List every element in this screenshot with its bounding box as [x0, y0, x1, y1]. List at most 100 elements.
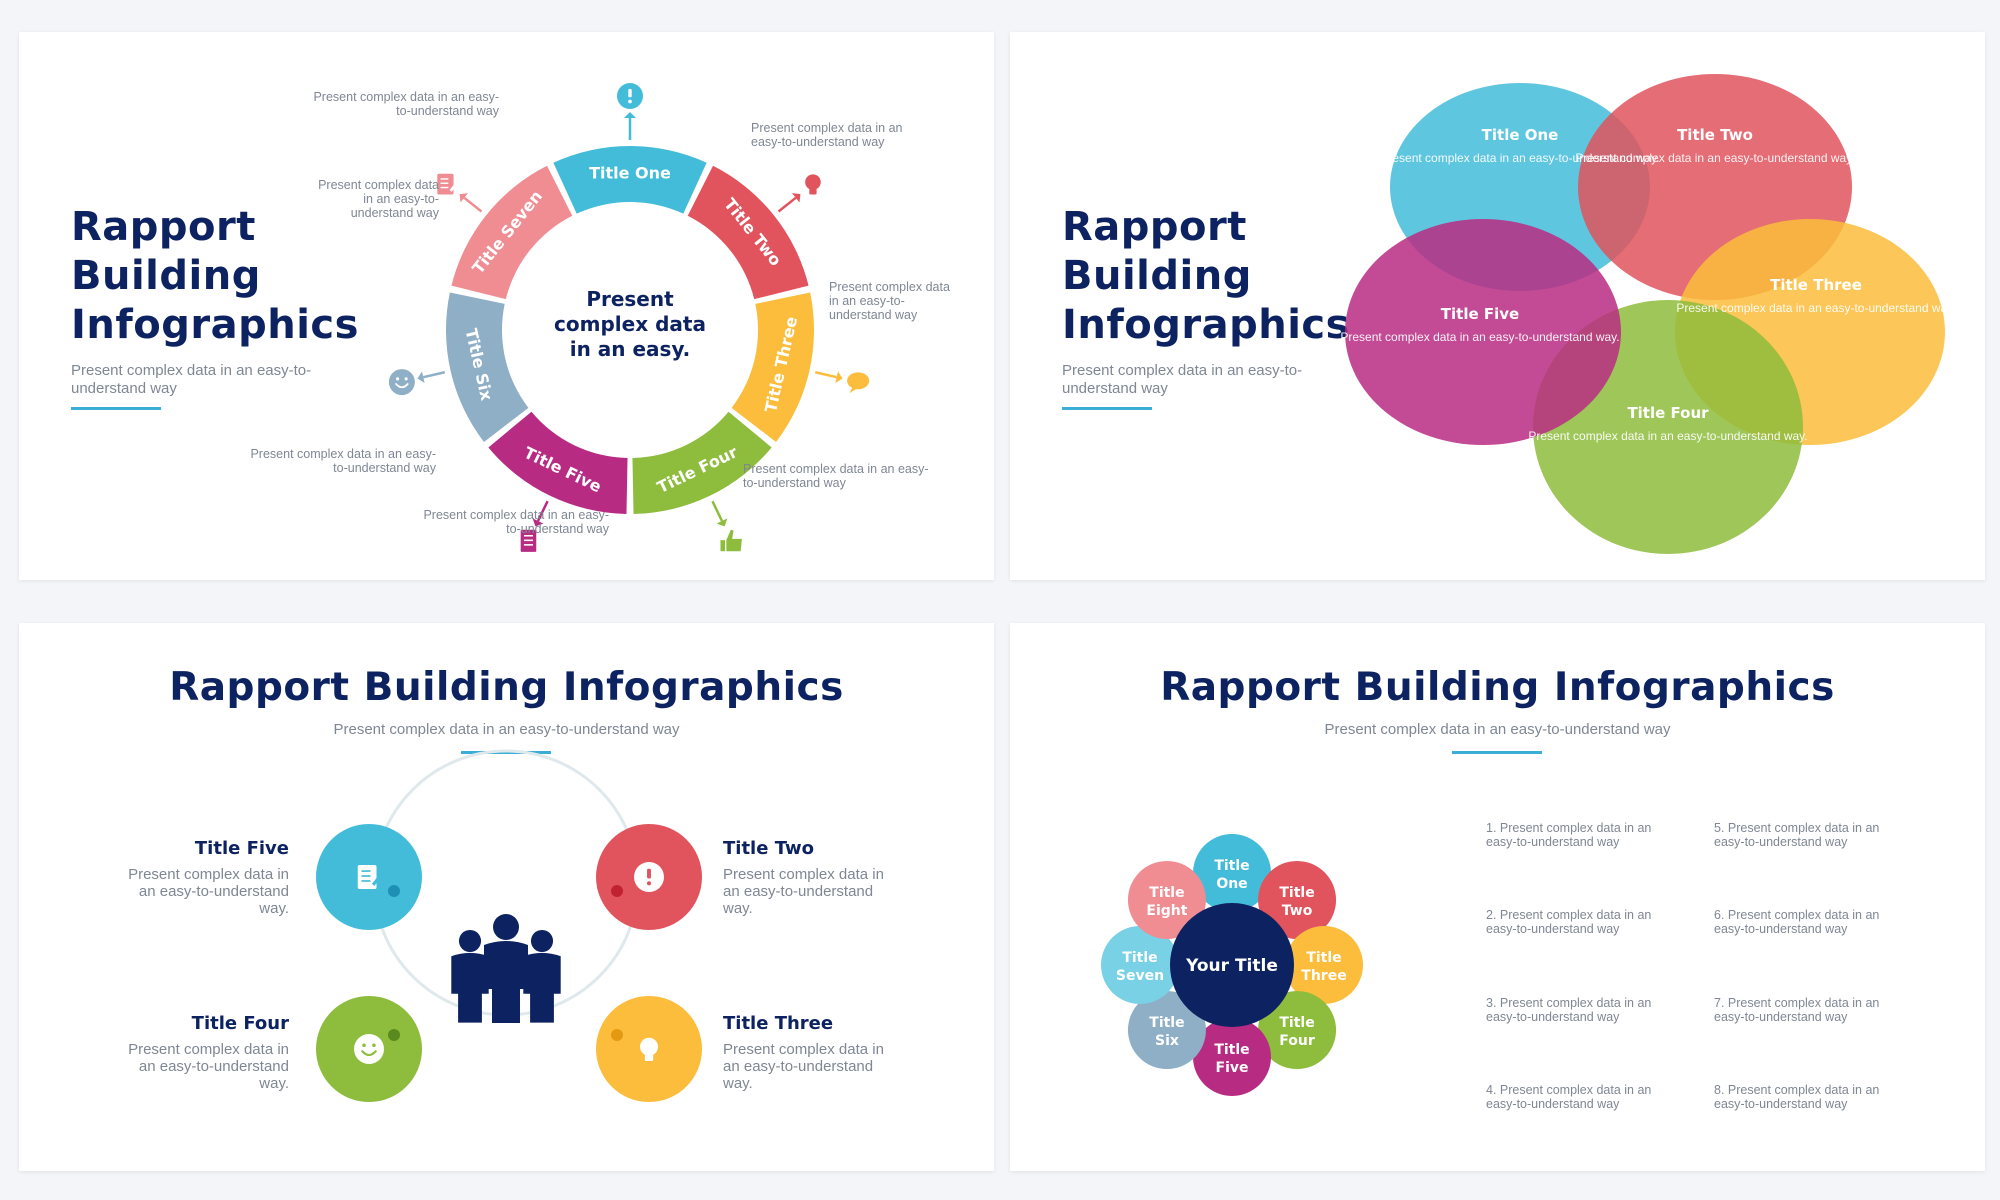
- edit-icon: [357, 865, 383, 889]
- team-people-icon: [451, 914, 561, 1023]
- node-label: Six: [1155, 1033, 1179, 1049]
- venn-title: Title One: [1482, 126, 1559, 144]
- node-label: Four: [1279, 1033, 1315, 1049]
- arrow-head: [532, 518, 544, 527]
- venn-title: Title Three: [1770, 276, 1862, 294]
- title-line: Rapport: [1062, 204, 1247, 250]
- title-line: Infographics: [71, 302, 359, 348]
- item-title: Title Four: [191, 1013, 289, 1034]
- segment-arrow: [463, 196, 483, 213]
- numbered-note: 6. Present complex data in an easy-to-un…: [1714, 908, 1880, 936]
- item-desc: Present complex data in an easy-to-under…: [723, 866, 884, 917]
- item-desc: Present complex data in an easy-to-under…: [128, 866, 289, 917]
- node-label: One: [1216, 876, 1247, 892]
- center-text: complex data: [554, 312, 706, 336]
- slide-title: Rapport Building Infographics: [169, 665, 844, 710]
- slide-title: Rapport Building Infographics: [1160, 665, 1835, 710]
- lightbulb-icon: [640, 1037, 658, 1061]
- slide-venn-diagram[interactable]: Rapport Building Infographics Present co…: [1010, 32, 1985, 580]
- node-label: Five: [1216, 1060, 1249, 1076]
- chat-bubble-icon: [847, 372, 870, 394]
- numbered-note: 8. Present complex data in an easy-to-un…: [1714, 1083, 1880, 1111]
- center-text: in an easy.: [570, 337, 691, 361]
- title-line: Building: [71, 253, 261, 299]
- venn-desc: Present complex data in an easy-to-under…: [1340, 330, 1619, 344]
- connector-dot: [611, 885, 623, 897]
- title-underline: [71, 407, 161, 410]
- segment-arrow: [423, 371, 446, 379]
- numbered-note: 7. Present complex data in an easy-to-un…: [1714, 996, 1880, 1024]
- segment-arrow: [711, 500, 724, 522]
- venn-title: Title Four: [1627, 404, 1709, 422]
- venn-desc: Present complex data in an easy-to-under…: [1380, 151, 1659, 165]
- cluster-node: [1101, 926, 1179, 1004]
- segment-description: Present complex data in an easy-to-under…: [313, 90, 499, 118]
- cluster-node: [1285, 926, 1363, 1004]
- arrow-head: [835, 371, 843, 384]
- edit-icon: [437, 173, 459, 195]
- node-label: Title: [1149, 1015, 1184, 1031]
- slide-subtitle: Present complex data in an easy-to-under…: [1324, 721, 1671, 738]
- slide-title: Rapport Building Infographics: [1062, 203, 1350, 350]
- wheel-segment: [488, 411, 628, 514]
- slide-cluster-diagram[interactable]: Rapport Building Infographics Present co…: [1010, 623, 1985, 1171]
- node-label: Title: [1279, 1015, 1314, 1031]
- venn-desc: Present complex data in an easy-to-under…: [1676, 301, 1955, 315]
- node-label: Seven: [1116, 968, 1164, 984]
- arrow-head: [792, 193, 801, 203]
- slide-subtitle: Present complex data in an easy-to-under…: [71, 362, 312, 397]
- exclamation-icon: [617, 83, 643, 109]
- arrow-head: [624, 112, 636, 118]
- node-label: Title: [1122, 950, 1157, 966]
- thumbs-up-icon: [720, 529, 742, 552]
- venn-title: Title Two: [1677, 126, 1753, 144]
- venn-desc: Present complex data in an easy-to-under…: [1575, 151, 1854, 165]
- numbered-note: 1. Present complex data in an easy-to-un…: [1486, 821, 1652, 849]
- node-label: Three: [1301, 968, 1346, 984]
- slide-wheel-diagram[interactable]: Rapport Building Infographics Present co…: [19, 32, 994, 580]
- arrow-head: [417, 371, 425, 384]
- numbered-note: 2. Present complex data in an easy-to-un…: [1486, 908, 1652, 936]
- segment-arrow: [814, 371, 837, 379]
- center-label: Your Title: [1185, 956, 1278, 976]
- document-icon: [520, 529, 537, 552]
- segment-description: Present complex data in an easy-to-under…: [318, 178, 439, 220]
- segment-description: Present complex data in an easy-to-under…: [743, 462, 929, 490]
- venn-desc: Present complex data in an easy-to-under…: [1528, 429, 1807, 443]
- center-text: Present: [586, 287, 674, 311]
- slide-subtitle: Present complex data in an easy-to-under…: [333, 721, 680, 738]
- numbered-note: 5. Present complex data in an easy-to-un…: [1714, 821, 1880, 849]
- node-label: Title: [1149, 885, 1184, 901]
- arrow-head: [716, 518, 728, 527]
- segment-description: Present complex data in an easy-to-under…: [751, 121, 903, 149]
- cluster-node: [1193, 834, 1271, 912]
- segment-arrow: [536, 500, 549, 522]
- cluster-node: [1127, 860, 1206, 939]
- team-diagram: [316, 749, 702, 1102]
- segment-description: Present complex data in an easy-to-under…: [250, 447, 436, 475]
- node-label: Title: [1214, 858, 1249, 874]
- node-label: Two: [1282, 903, 1313, 919]
- cluster-node: [1258, 860, 1337, 939]
- segment-arrow: [777, 196, 797, 213]
- numbered-note: 4. Present complex data in an easy-to-un…: [1486, 1083, 1652, 1111]
- connector-dot: [388, 1029, 400, 1041]
- venn-ellipse: [1345, 219, 1621, 445]
- cluster-diagram: TitleOneTitleTwoTitleThreeTitleFourTitle…: [1101, 834, 1363, 1096]
- title-underline: [1452, 751, 1542, 754]
- slide-team-diagram[interactable]: Rapport Building Infographics Present co…: [19, 623, 994, 1171]
- wheel-segment: [451, 165, 573, 300]
- wheel-segment: [445, 292, 529, 442]
- wheel-segment: [632, 411, 772, 514]
- item-desc: Present complex data in an easy-to-under…: [723, 1041, 884, 1092]
- segment-label: Title One: [589, 164, 671, 183]
- cluster-center: [1170, 903, 1294, 1027]
- smiley-icon: [354, 1034, 384, 1064]
- wheel-segment: [553, 146, 707, 214]
- wheel-segment: [731, 292, 815, 442]
- smiley-icon: [388, 369, 415, 396]
- segment-description: Present complex data in an easy-to-under…: [423, 508, 609, 536]
- connector-dot: [611, 1029, 623, 1041]
